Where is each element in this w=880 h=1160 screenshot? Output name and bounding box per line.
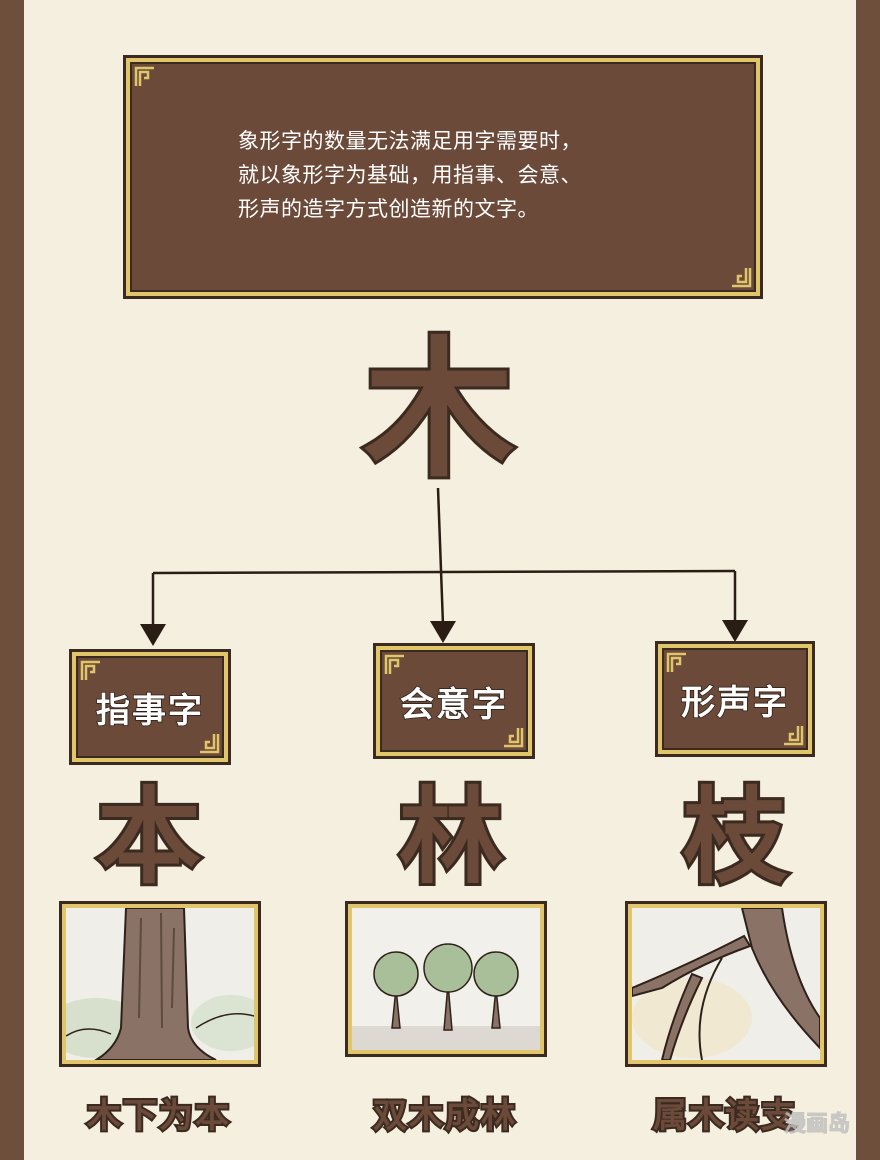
label-text: 形声字 [680,682,789,724]
root-character: 木 [361,322,517,498]
derived-character: 本 [94,775,204,898]
branch-illustration [632,908,820,1060]
label-box-huiyi: 会意字 [373,643,535,759]
illustration-branch [625,901,827,1067]
label-text: 指事字 [95,690,204,732]
derived-character: 枝 [680,775,790,898]
caption: 双木成林 [371,1094,517,1138]
intro-box: 象形字的数量无法满足用字需要时， 就以象形字为基础，用指事、会意、 形声的造字方… [123,55,763,299]
tree-trunk-illustration [66,908,254,1060]
illustration-small-trees [345,901,547,1057]
small-trees-illustration [352,908,540,1050]
derived-character: 林 [396,775,506,898]
label-box-xingsheng: 形声字 [655,641,815,757]
intro-line: 形声的造字方式创造新的文字。 [238,197,539,221]
arrow-head-icon [140,624,166,646]
comic-panel: 象形字的数量无法满足用字需要时， 就以象形字为基础，用指事、会意、 形声的造字方… [24,0,856,1160]
arrow-head-icon [722,620,748,642]
watermark: 漫画岛 [783,1112,850,1138]
illustration-tree-trunk [59,901,261,1067]
label-box-zhishi: 指事字 [69,649,231,765]
intro-line: 就以象形字为基础，用指事、会意、 [238,163,582,187]
label-text: 会意字 [399,684,508,726]
arrow-head-icon [430,621,456,643]
branch-arrows [140,487,748,646]
intro-line: 象形字的数量无法满足用字需要时， [238,129,582,153]
intro-text: 象形字的数量无法满足用字需要时， 就以象形字为基础，用指事、会意、 形声的造字方… [238,124,678,226]
caption: 木下为本 [85,1094,231,1138]
caption: 属木读支 [651,1094,797,1138]
